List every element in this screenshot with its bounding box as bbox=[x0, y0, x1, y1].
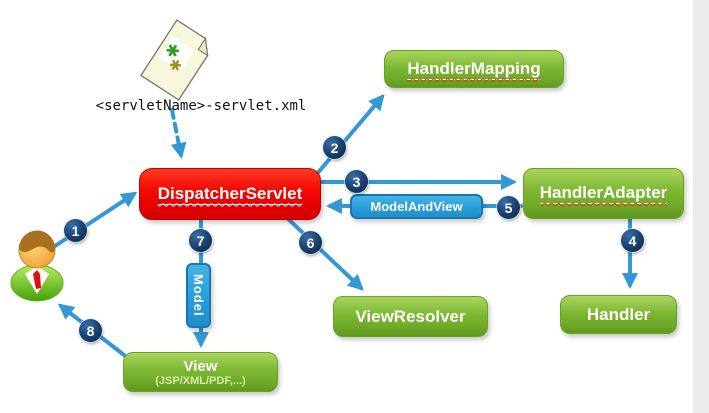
step-badge-6: 6 bbox=[299, 231, 322, 254]
handler-mapping-node: HandlerMapping bbox=[384, 50, 564, 88]
xml-document-icon: ✱ ✱ bbox=[139, 19, 209, 101]
handler-mapping-label: HandlerMapping bbox=[407, 58, 541, 80]
handler-label: Handler bbox=[586, 304, 651, 324]
model-node: Model bbox=[186, 263, 211, 328]
step-badge-3: 3 bbox=[345, 170, 368, 193]
model-and-view-node: ModelAndView bbox=[350, 194, 483, 219]
step-badge-1: 1 bbox=[64, 219, 87, 242]
handler-node: Handler bbox=[560, 295, 677, 334]
view-label: View bbox=[183, 357, 218, 375]
model-and-view-label: ModelAndView bbox=[370, 199, 463, 214]
user-icon bbox=[10, 230, 64, 302]
arrow-step2-to-handlermapping bbox=[314, 93, 385, 177]
arrow-step6-to-viewresolver bbox=[283, 214, 364, 291]
view-resolver-label: ViewResolver bbox=[355, 306, 466, 326]
dispatcher-servlet-node: DispatcherServlet bbox=[139, 168, 321, 220]
handler-adapter-node: HandlerAdapter bbox=[523, 168, 684, 219]
view-node: View (JSP/XML/PDF,...) bbox=[123, 352, 278, 392]
step-badge-2: 2 bbox=[323, 136, 346, 159]
step-badge-7: 7 bbox=[189, 229, 212, 252]
handler-adapter-label: HandlerAdapter bbox=[539, 183, 668, 204]
step-badge-4: 4 bbox=[621, 229, 644, 252]
dispatcher-servlet-label: DispatcherServlet bbox=[157, 183, 303, 205]
view-resolver-node: ViewResolver bbox=[333, 296, 488, 337]
step-badge-8: 8 bbox=[79, 319, 102, 342]
step-badge-5: 5 bbox=[497, 196, 520, 219]
arrow-config-to-dispatcher-dashed bbox=[170, 108, 187, 159]
model-label: Model bbox=[191, 274, 206, 317]
slide-edge-strip bbox=[693, 0, 709, 413]
arrow-step1-request bbox=[50, 191, 138, 250]
config-file-label: <servletName>-servlet.xml bbox=[95, 98, 307, 114]
view-subtitle: (JSP/XML/PDF,...) bbox=[155, 374, 246, 387]
